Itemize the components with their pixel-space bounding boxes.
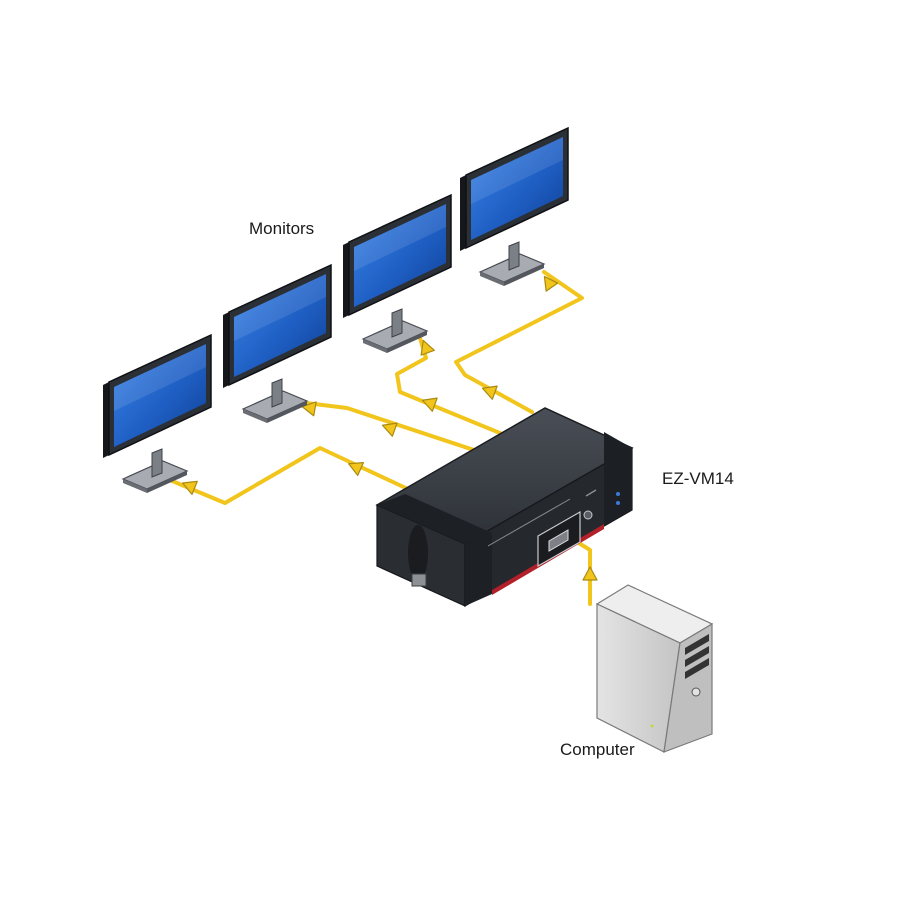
- arrow-icon: [582, 566, 598, 581]
- monitor-icon: [342, 194, 452, 354]
- monitor-3: [342, 194, 452, 354]
- computer-label: Computer: [560, 740, 635, 759]
- vga-port-icon: [548, 529, 569, 552]
- monitor-2: [222, 264, 332, 424]
- cable-to-monitor-1: [163, 446, 412, 505]
- monitor-icon: [222, 264, 332, 424]
- monitor-icon: [459, 127, 569, 287]
- monitor-4: [459, 127, 569, 287]
- device-label: EZ-VM14: [662, 469, 734, 488]
- cable-to-monitor-4: [454, 270, 584, 414]
- desktop-computer-icon: [595, 584, 714, 753]
- monitor-1: [102, 334, 212, 494]
- monitors-label: Monitors: [249, 219, 315, 238]
- video-splitter-icon: [375, 407, 634, 608]
- monitor-icon: [102, 334, 212, 494]
